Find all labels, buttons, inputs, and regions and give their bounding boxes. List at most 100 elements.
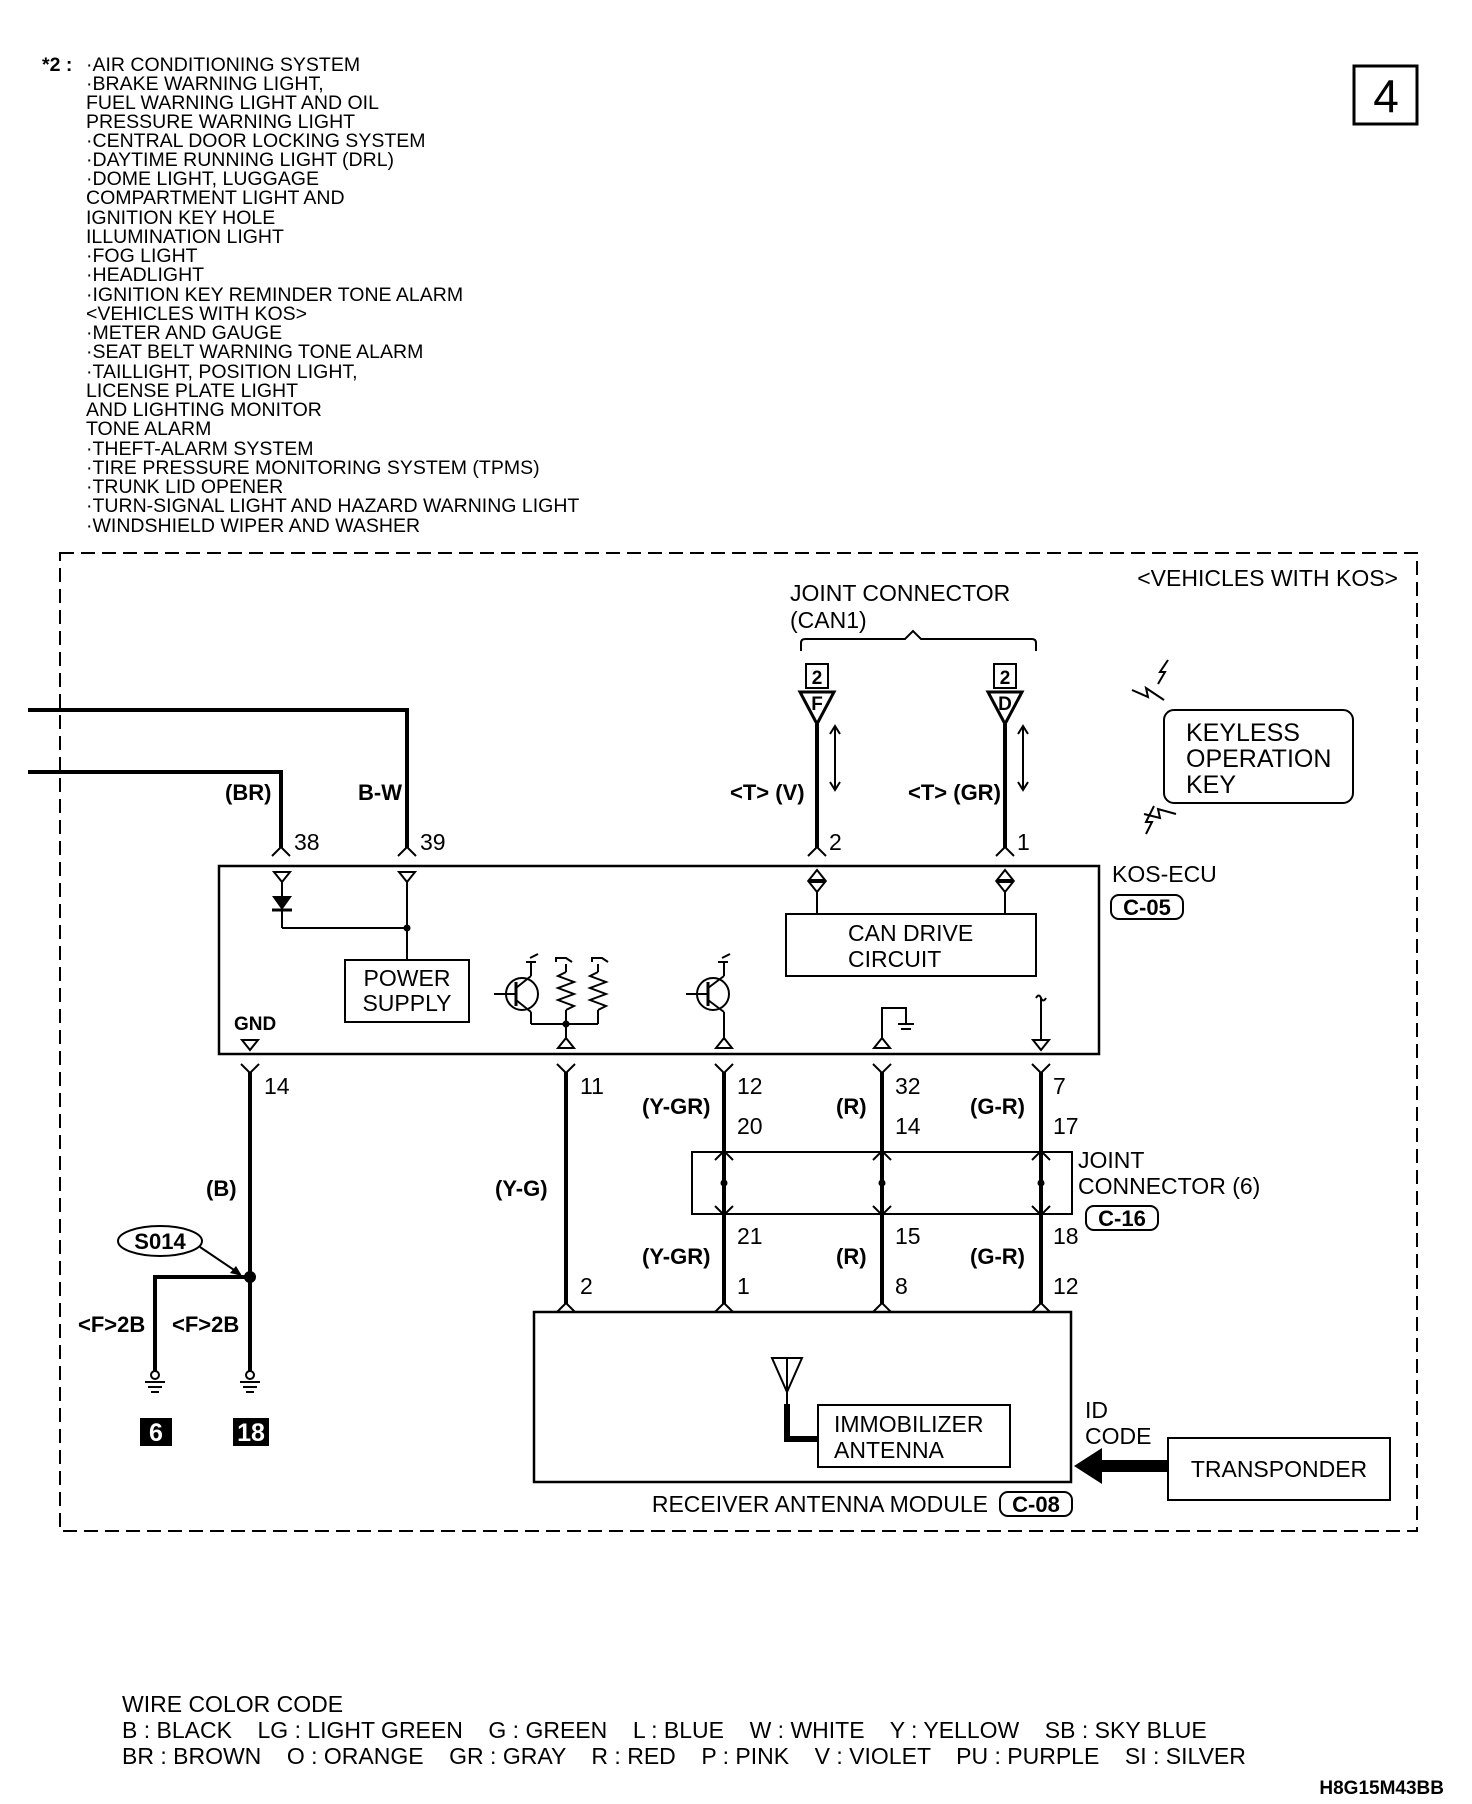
- jc6-connector: C-16: [1098, 1206, 1146, 1231]
- kos-boundary: [59, 552, 1418, 1532]
- ground-left-label: <F>2B: [78, 1312, 145, 1337]
- can1-right-badge-text: 2: [1000, 668, 1011, 689]
- transistor-icon: [494, 953, 566, 1025]
- pin-gr-17: 17: [1053, 1113, 1079, 1139]
- pin-ygr-12: 12: [737, 1073, 763, 1099]
- ground-point-left: [140, 1418, 172, 1446]
- page-number-box: 4: [1352, 64, 1419, 126]
- resistor-icon: [555, 957, 609, 1049]
- wire-color-gr: <T> (GR): [908, 780, 1001, 805]
- wire-r: [872, 1063, 892, 1313]
- ground-right-label: <F>2B: [172, 1312, 239, 1337]
- jc6-label-2: CONNECTOR (6): [1078, 1173, 1260, 1199]
- pin-can-gr: 1: [1017, 829, 1030, 855]
- pin-r-15: 15: [895, 1223, 921, 1249]
- ecu-gnd-label: GND: [234, 1014, 276, 1035]
- can1-left-badge-text: 2: [812, 668, 823, 689]
- keyless-line-1: KEYLESS: [1186, 719, 1300, 747]
- wire-bw: [28, 708, 417, 857]
- wire-can-v: [807, 724, 841, 857]
- note-line: ·DOME LIGHT, LUGGAGE: [86, 168, 319, 190]
- radio-wave-icon: [1131, 685, 1165, 701]
- note-line: PRESSURE WARNING LIGHT: [86, 111, 355, 133]
- ground-icon: [871, 1007, 914, 1049]
- wire-br: [28, 770, 291, 857]
- can1-right-badge: [993, 663, 1017, 689]
- power-supply-line-1: POWER: [364, 965, 451, 991]
- wire-color-b: (B): [206, 1176, 237, 1201]
- pin-gnd-14: 14: [264, 1073, 290, 1099]
- joint-connector-6: JOINT CONNECTOR (6) C-16: [691, 1147, 1260, 1231]
- note-line: ·AIR CONDITIONING SYSTEM: [86, 54, 360, 76]
- wire-color-bw: B-W: [358, 780, 402, 805]
- pin-ygr-21: 21: [737, 1223, 763, 1249]
- ground-point-right: [233, 1418, 269, 1446]
- id-code-line-2: CODE: [1085, 1423, 1151, 1449]
- receiver-antenna-module: IMMOBILIZER ANTENNA RECEIVER ANTENNA MOD…: [532, 1310, 1073, 1517]
- note-line: ·METER AND GAUGE: [86, 322, 282, 344]
- ground-point-right-label: 18: [237, 1419, 265, 1447]
- note-line: ·DAYTIME RUNNING LIGHT (DRL): [86, 149, 394, 171]
- wire-can-gr: [995, 724, 1029, 857]
- recv-pin-ygr: 1: [737, 1273, 750, 1299]
- pin-gr-7: 7: [1053, 1073, 1066, 1099]
- can-drive-line-2: CIRCUIT: [848, 946, 941, 972]
- note-line: ·BRAKE WARNING LIGHT,: [86, 73, 324, 95]
- wire-color-yg: (Y-G): [495, 1176, 548, 1201]
- recv-pin-r: 8: [895, 1273, 908, 1299]
- wire-yg: [556, 1063, 576, 1313]
- pin-ygr-20: 20: [737, 1113, 763, 1139]
- note-line: FUEL WARNING LIGHT AND OIL: [86, 92, 379, 114]
- id-code-line-1: ID: [1085, 1397, 1108, 1423]
- recv-pin-gr: 12: [1053, 1273, 1079, 1299]
- wire-color-ygr-upper: (Y-GR): [642, 1094, 710, 1119]
- wire-color-v: <T> (V): [730, 780, 805, 805]
- ground-point-left-label: 6: [149, 1419, 163, 1447]
- variant-label: <VEHICLES WITH KOS>: [1137, 565, 1398, 591]
- note-line: ·TURN-SIGNAL LIGHT AND HAZARD WARNING LI…: [86, 495, 579, 517]
- can-drive-line-1: CAN DRIVE: [848, 920, 973, 946]
- note-line: ·CENTRAL DOOR LOCKING SYSTEM: [86, 130, 426, 152]
- receiver-module-label: RECEIVER ANTENNA MODULE: [652, 1491, 988, 1517]
- receiver-module-connector: C-08: [1012, 1492, 1060, 1517]
- jc-can1-label-1: JOINT CONNECTOR: [790, 580, 1010, 606]
- keyless-line-2: OPERATION: [1186, 745, 1331, 773]
- note-line: ·HEADLIGHT: [86, 264, 204, 286]
- note-line: TONE ALARM: [86, 418, 211, 440]
- jc6-label-1: JOINT: [1078, 1147, 1144, 1173]
- wire-gr: [1031, 1063, 1051, 1313]
- note-line: AND LIGHTING MONITOR: [86, 399, 322, 421]
- jc-can1-label-2: (CAN1): [790, 607, 867, 633]
- note-line: LICENSE PLATE LIGHT: [86, 380, 298, 402]
- notes-block: *2 : ·AIR CONDITIONING SYSTEM ·BRAKE WAR…: [42, 54, 579, 537]
- antenna-line-2: ANTENNA: [834, 1437, 945, 1463]
- note-line: COMPARTMENT LIGHT AND: [86, 187, 345, 209]
- legend-row-1: B : BLACK LG : LIGHT GREEN G : GREEN L :…: [122, 1717, 1207, 1743]
- note-line: ·TRUNK LID OPENER: [86, 476, 283, 498]
- keyless-line-3: KEY: [1186, 771, 1236, 799]
- ground-network: S014 <F>2B <F>2B 6 18: [78, 1225, 269, 1447]
- wire-color-gr-lower: (G-R): [970, 1244, 1025, 1269]
- page-number: 4: [1373, 70, 1399, 122]
- keyless-operation-key: KEYLESS OPERATION KEY: [1131, 659, 1354, 835]
- note-line: IGNITION KEY HOLE: [86, 207, 275, 229]
- wire-color-r-upper: (R): [836, 1094, 867, 1119]
- radio-wave-icon: [1143, 807, 1177, 820]
- antenna-icon: [770, 1357, 818, 1442]
- note-line: ·FOG LIGHT: [86, 245, 198, 267]
- figure-code: H8G15M43BB: [1319, 1778, 1444, 1799]
- can1-left-pin: F: [811, 694, 823, 715]
- pin-39: 39: [420, 829, 446, 855]
- ground-icon: [145, 1370, 165, 1393]
- recv-pin-yg: 2: [580, 1273, 593, 1299]
- kos-ecu: KOS-ECU C-05 POWER SUPPLY CAN DRIVE CIRC…: [217, 861, 1217, 1056]
- wire-b: [240, 1063, 260, 1372]
- antenna-line-1: IMMOBILIZER: [834, 1411, 984, 1437]
- transponder: TRANSPONDER: [1167, 1437, 1391, 1501]
- pin-yg-11: 11: [580, 1073, 604, 1099]
- can1-right-pin: D: [998, 694, 1012, 715]
- kos-ecu-connector: C-05: [1123, 895, 1171, 920]
- can1-left-badge: [805, 663, 829, 689]
- wire-color-r-lower: (R): [836, 1244, 867, 1269]
